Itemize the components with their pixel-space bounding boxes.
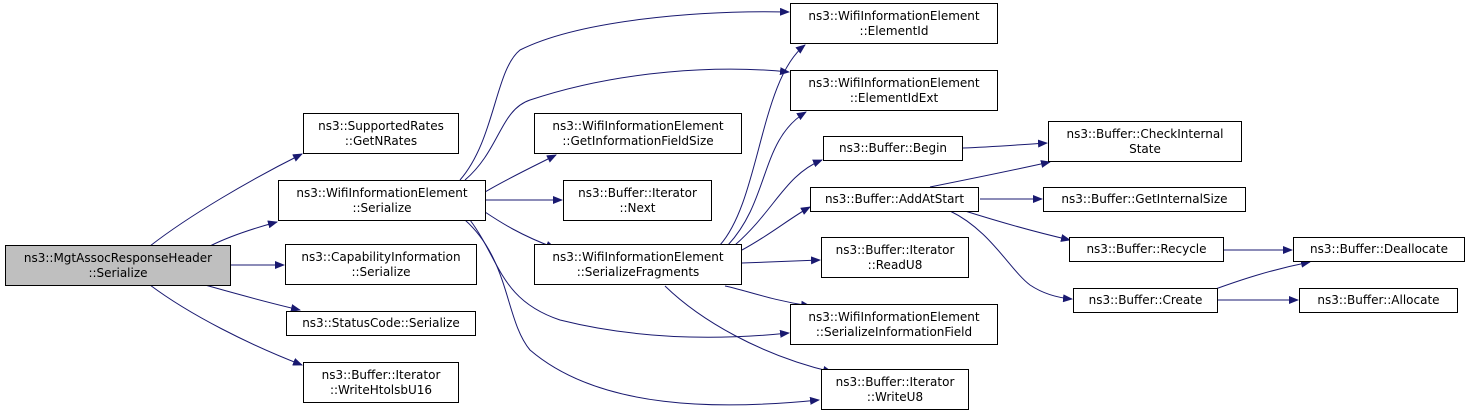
- node-label-line1: ns3::MgtAssocResponseHeader: [23, 250, 213, 265]
- node-buffer-addatstart[interactable]: ns3::Buffer::AddAtStart: [810, 187, 979, 212]
- node-label-line1: ns3::Buffer::Iterator: [321, 367, 441, 382]
- node-iterator-writeu8[interactable]: ns3::Buffer::Iterator ::WriteU8: [821, 369, 969, 410]
- node-label-line2: State: [1129, 141, 1161, 156]
- node-label-line1: ns3::CapabilityInformation: [301, 249, 461, 264]
- edge-serfrag-to-begin: [734, 159, 823, 246]
- node-label-line1: ns3::Buffer::Deallocate: [1310, 242, 1448, 256]
- node-label-line2: ::ElementId: [859, 23, 929, 38]
- node-label-line1: ns3::WifiInformationElement: [552, 249, 724, 264]
- node-iterator-readu8[interactable]: ns3::Buffer::Iterator ::ReadU8: [821, 237, 969, 278]
- node-wie-serializefragments[interactable]: ns3::WifiInformationElement ::SerializeF…: [534, 244, 742, 285]
- node-label-line1: ns3::Buffer::CheckInternal: [1066, 126, 1224, 141]
- node-iterator-writehtolsbu16[interactable]: ns3::Buffer::Iterator ::WriteHtolsbU16: [303, 362, 459, 403]
- node-label-line2: ::WriteHtolsbU16: [329, 382, 433, 397]
- node-buffer-begin[interactable]: ns3::Buffer::Begin: [823, 136, 963, 161]
- edge-wieser-to-getinfosize: [484, 154, 557, 193]
- edge-wieser-to-writeu8: [464, 219, 820, 406]
- edge-serfrag-to-elementidext: [727, 111, 807, 246]
- edge-addatstart-to-checkinternal: [929, 160, 1051, 188]
- node-wie-getinformationfieldsize[interactable]: ns3::WifiInformationElement ::GetInforma…: [534, 113, 742, 154]
- node-buffer-checkinternalstate[interactable]: ns3::Buffer::CheckInternal State: [1048, 121, 1242, 162]
- node-label-line1: ns3::Buffer::Create: [1088, 293, 1203, 307]
- edge-serfrag-to-addatstart: [741, 206, 811, 251]
- node-label-line1: ns3::Buffer::Begin: [838, 141, 948, 155]
- node-label-line1: ns3::WifiInformationElement: [296, 185, 468, 200]
- edge-serfrag-to-writeu8: [664, 285, 833, 374]
- edge-serfrag-to-elementid: [719, 44, 806, 246]
- node-supported-rates-getnrates[interactable]: ns3::SupportedRates ::GetNRates: [303, 113, 459, 154]
- edge-addatstart-to-create: [949, 210, 1073, 303]
- edge-mgt-to-writehtolsb: [149, 284, 303, 366]
- node-label-line1: ns3::WifiInformationElement: [808, 8, 980, 23]
- node-label-line2: ::ReadU8: [867, 257, 923, 272]
- node-buffer-recycle[interactable]: ns3::Buffer::Recycle: [1069, 237, 1224, 262]
- edge-mgt-to-wie-serialize: [209, 220, 278, 247]
- edge-serfrag-to-readu8: [741, 256, 821, 265]
- edge-wieser-to-serfrag: [484, 211, 556, 249]
- node-label-line1: ns3::Buffer::Allocate: [1317, 293, 1440, 307]
- node-label-line1: ns3::WifiInformationElement: [808, 75, 980, 90]
- node-statuscode-serialize[interactable]: ns3::StatusCode::Serialize: [286, 311, 476, 336]
- node-label-line2: ::Serialize: [351, 264, 411, 279]
- node-label-line2: ::SerializeFragments: [576, 264, 700, 279]
- node-label-line2: ::Serialize: [352, 200, 412, 215]
- node-label-line1: ns3::WifiInformationElement: [808, 309, 980, 324]
- node-label-line1: ns3::Buffer::Iterator: [578, 185, 697, 200]
- node-label-line1: ns3::StatusCode::Serialize: [302, 316, 460, 330]
- node-label-line1: ns3::Buffer::Iterator: [835, 242, 955, 257]
- node-label-line2: ::GetNRates: [344, 133, 418, 148]
- node-wie-serialize[interactable]: ns3::WifiInformationElement ::Serialize: [278, 180, 486, 221]
- node-label-line2: ::GetInformationFieldSize: [562, 133, 714, 148]
- edge-mgt-to-statuscode: [204, 284, 301, 312]
- node-label-line1: ns3::WifiInformationElement: [552, 118, 724, 133]
- edge-mgt-to-getnrates: [149, 153, 303, 247]
- node-buffer-create[interactable]: ns3::Buffer::Create: [1073, 288, 1218, 313]
- edge-begin-to-checkinternal: [962, 139, 1048, 149]
- node-mgt-assoc-response-serialize: ns3::MgtAssocResponseHeader ::Serialize: [5, 245, 231, 286]
- node-label-line1: ns3::Buffer::AddAtStart: [824, 192, 965, 206]
- node-label-line1: ns3::Buffer::Recycle: [1086, 242, 1207, 256]
- node-capability-serialize[interactable]: ns3::CapabilityInformation ::Serialize: [285, 244, 477, 285]
- node-label-line2: ::Serialize: [88, 265, 148, 280]
- node-label-line2: ::ElementIdExt: [849, 90, 939, 105]
- node-wie-elementid[interactable]: ns3::WifiInformationElement ::ElementId: [790, 3, 998, 44]
- edge-wieser-to-elementidext: [464, 67, 790, 181]
- node-buffer-getinternalsize[interactable]: ns3::Buffer::GetInternalSize: [1043, 187, 1246, 212]
- node-label-line2: ::Next: [619, 200, 656, 215]
- node-wie-serializeinformationfield[interactable]: ns3::WifiInformationElement ::SerializeI…: [790, 304, 998, 345]
- node-label-line2: ::WriteU8: [866, 389, 924, 404]
- node-buffer-allocate[interactable]: ns3::Buffer::Allocate: [1299, 288, 1458, 313]
- node-label-line1: ns3::SupportedRates: [318, 118, 444, 133]
- node-label-line2: ::SerializeInformationField: [815, 324, 973, 339]
- node-label-line1: ns3::Buffer::GetInternalSize: [1061, 192, 1228, 206]
- edge-create-to-deallocate: [1209, 259, 1311, 292]
- node-buffer-deallocate[interactable]: ns3::Buffer::Deallocate: [1293, 237, 1465, 262]
- node-label-line1: ns3::Buffer::Iterator: [835, 374, 955, 389]
- edge-serfrag-to-serinfofield: [724, 285, 811, 309]
- node-iterator-next[interactable]: ns3::Buffer::Iterator ::Next: [563, 180, 712, 221]
- edge-addatstart-to-recycle: [964, 210, 1071, 242]
- node-wie-elementidext[interactable]: ns3::WifiInformationElement ::ElementIdE…: [790, 70, 998, 111]
- edge-wieser-to-elementid: [459, 7, 790, 181]
